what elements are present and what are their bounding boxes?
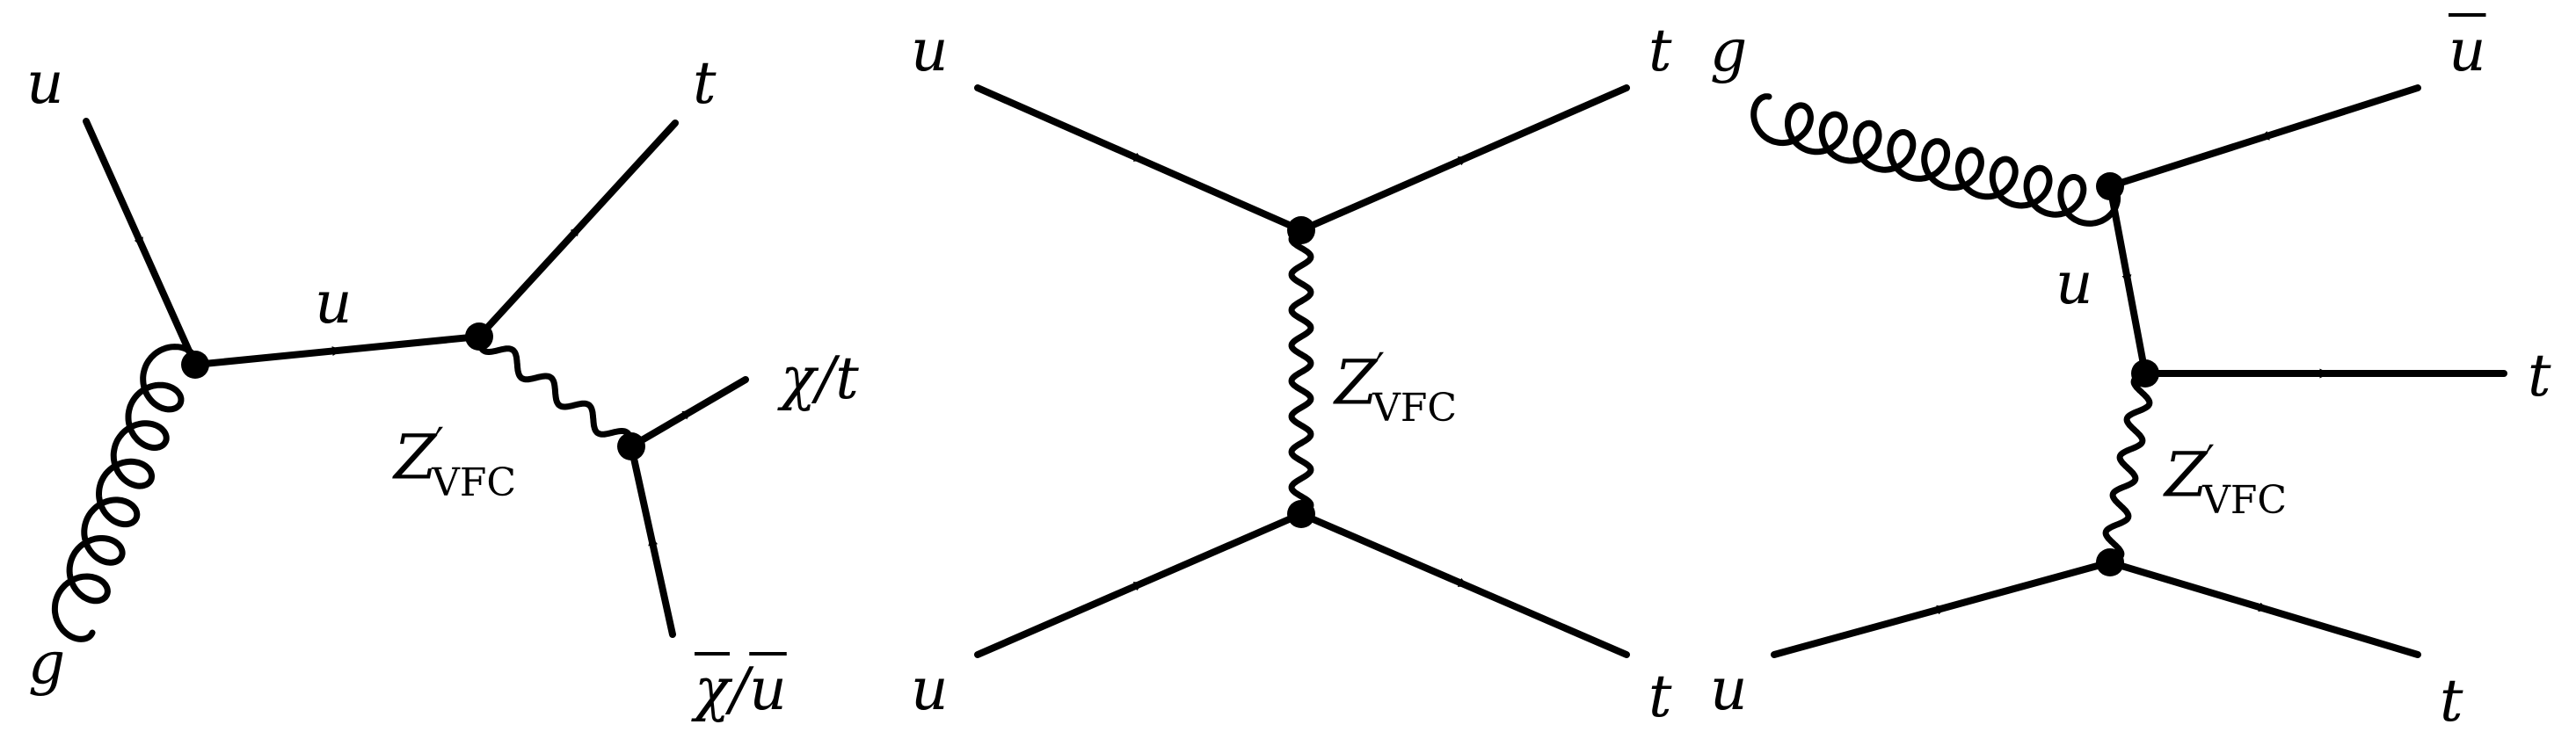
u-propagator-line xyxy=(192,333,483,368)
incoming-chibar-line xyxy=(628,443,676,638)
bottom-incoming-u-line xyxy=(1771,559,2114,658)
label-outgoing-ubar: u xyxy=(2449,17,2486,84)
z-prime-line xyxy=(476,333,635,450)
label-top-incoming-u: u xyxy=(911,17,949,84)
label-bottom-outgoing-t: t xyxy=(2440,667,2463,735)
label-top-outgoing-t: t xyxy=(1648,17,1672,84)
label-propagator-u: u xyxy=(315,269,353,337)
vertex-dot xyxy=(2131,359,2159,388)
bottom-incoming-u-line xyxy=(974,511,1305,658)
label-incoming-gluon: g xyxy=(1710,17,1748,84)
bottom-outgoing-t-line xyxy=(2107,559,2421,658)
incoming-gluon-line xyxy=(1750,93,2121,227)
incoming-u-line xyxy=(83,118,199,368)
diagram-3-associated xyxy=(1750,84,2507,658)
diagram-2-t-channel xyxy=(974,84,1630,658)
bottom-outgoing-t-line xyxy=(1298,511,1630,658)
label-incoming-gluon: g xyxy=(28,629,66,697)
label-bottom-outgoing-t: t xyxy=(1648,663,1672,730)
vertex-dot xyxy=(1287,216,1315,244)
vertex-dot xyxy=(2096,172,2124,200)
outgoing-ubar-line xyxy=(2107,84,2421,190)
label-z-prime-vfc: Z′VFC xyxy=(394,418,517,506)
outgoing-t-line xyxy=(476,120,679,340)
label-bottom-incoming-u: u xyxy=(911,656,949,723)
vertex-dot xyxy=(2096,548,2124,576)
label-z-prime-vfc: Z′VFC xyxy=(2165,436,2288,524)
z-prime-line xyxy=(1288,227,1314,518)
label-chi-or-t: χ/t xyxy=(781,344,859,412)
diagram-1-s-channel xyxy=(51,118,749,642)
incoming-gluon-line xyxy=(51,344,200,642)
vertex-dot xyxy=(465,322,493,351)
u-propagator-line xyxy=(2107,183,2149,377)
label-bottom-incoming-u: u xyxy=(1710,656,1748,723)
label-incoming-u: u xyxy=(26,49,64,117)
top-incoming-u-line xyxy=(974,84,1305,234)
vertex-dot xyxy=(1287,500,1315,528)
label-outgoing-t: t xyxy=(693,49,717,117)
outgoing-chi-line xyxy=(628,376,749,450)
label-outgoing-t: t xyxy=(2528,342,2551,409)
vertex-dot xyxy=(181,351,209,379)
vertex-dot xyxy=(617,432,645,460)
label-propagator-u: u xyxy=(2056,250,2093,317)
top-outgoing-t-line xyxy=(1298,84,1630,234)
label-chibar-or-ubar: χ/u xyxy=(695,656,787,723)
z-prime-line xyxy=(2102,370,2153,566)
label-z-prime-vfc: Z′VFC xyxy=(1335,344,1458,431)
